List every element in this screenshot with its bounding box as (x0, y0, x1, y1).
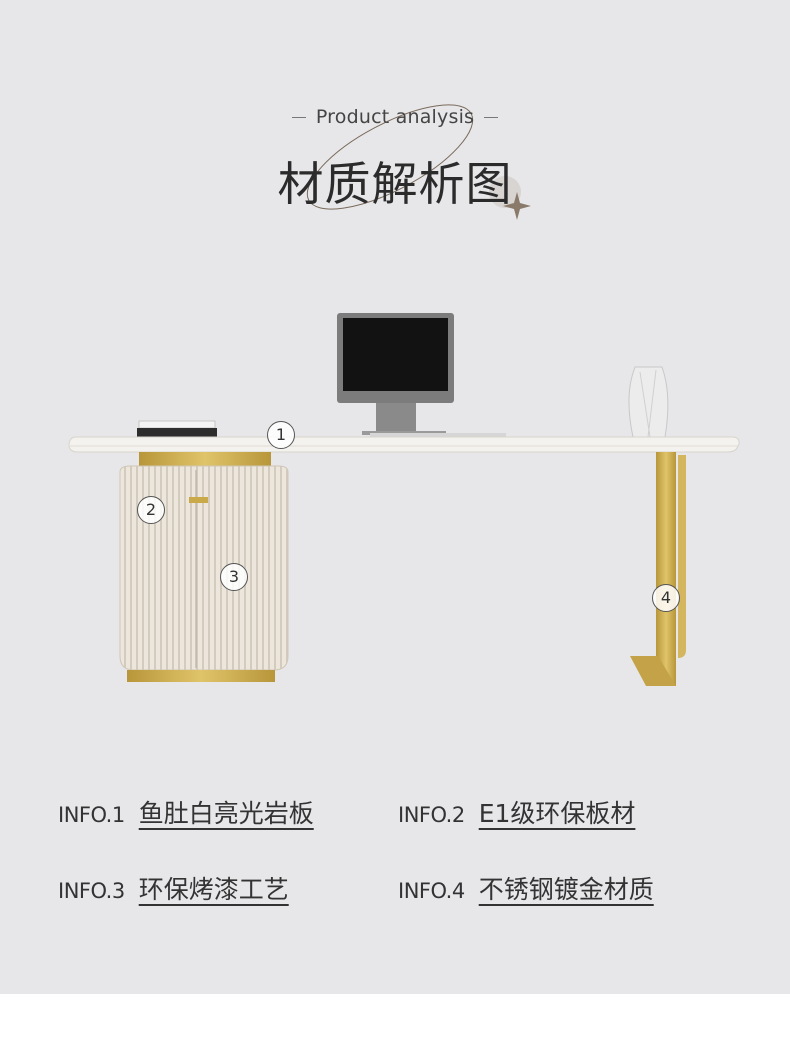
info-item-4: INFO.4 不锈钢镀金材质 (398, 870, 654, 906)
keyboard (370, 433, 506, 438)
info-value: 鱼肚白亮光岩板 (138, 799, 314, 828)
marker-4: 4 (652, 584, 680, 612)
info-item-1: INFO.1 鱼肚白亮光岩板 (58, 794, 314, 830)
info-label: INFO.1 (58, 803, 125, 827)
books (137, 420, 217, 437)
page-title: 材质解析图 (277, 157, 513, 211)
cabinet-gold-base (127, 670, 275, 682)
right-dash (484, 116, 499, 118)
desk-illustration (68, 313, 740, 686)
main-panel: Product analysis 材质解析图 (0, 0, 790, 994)
stone-top (68, 436, 740, 453)
subtitle-row: Product analysis (0, 106, 790, 128)
title-decoration (306, 104, 531, 220)
marker-2: 2 (137, 496, 165, 524)
info-item-2: INFO.2 E1级环保板材 (398, 794, 635, 830)
info-value: E1级环保板材 (478, 799, 636, 828)
info-label: INFO.4 (398, 879, 465, 903)
subtitle: Product analysis (315, 106, 475, 128)
marker-3: 3 (220, 563, 248, 591)
info-value: 不锈钢镀金材质 (478, 875, 654, 904)
monitor (337, 313, 454, 435)
info-value: 环保烤漆工艺 (138, 875, 289, 904)
gold-leg (630, 452, 686, 686)
marker-1: 1 (267, 421, 295, 449)
cabinet-handle (189, 497, 208, 503)
left-dash (291, 116, 306, 118)
info-item-3: INFO.3 环保烤漆工艺 (58, 870, 289, 906)
info-label: INFO.2 (398, 803, 465, 827)
info-label: INFO.3 (58, 879, 125, 903)
sparkle-icon (503, 192, 531, 220)
